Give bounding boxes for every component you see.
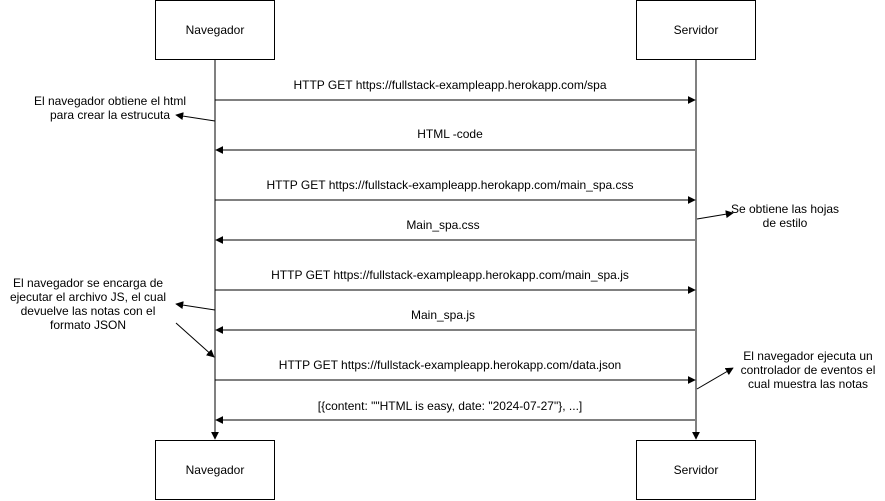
message-label-get-js: HTTP GET https://fullstack-exampleapp.he… <box>271 268 629 282</box>
message-label-main-css: Main_spa.css <box>406 218 480 232</box>
note-arrow-html <box>175 112 216 122</box>
participant-servidor-bottom: Servidor <box>636 440 756 500</box>
message-label-main-js: Main_spa.js <box>410 308 476 322</box>
note-arrow-css <box>696 210 734 220</box>
note-arrow-js <box>175 301 216 311</box>
message-label-html-code: HTML -code <box>417 127 483 141</box>
participant-servidor-top: Servidor <box>636 0 756 60</box>
note-html-structure: El navegador obtiene el html para crear … <box>33 94 187 122</box>
message-label-get-css: HTTP GET https://fullstack-exampleapp.he… <box>266 178 634 192</box>
message-label-get-data: HTTP GET https://fullstack-exampleapp.he… <box>278 358 622 372</box>
note-css-styles: Se obtiene las hojas de estilo <box>730 202 840 230</box>
participant-navegador-top: Navegador <box>155 0 275 60</box>
note-js-execution: El navegador se encarga de ejecutar el a… <box>9 276 167 332</box>
message-label-json-response: [{content: ""HTML is easy, date: "2024-0… <box>317 399 583 413</box>
participant-navegador-bottom: Navegador <box>155 440 275 500</box>
message-label-get-spa: HTTP GET https://fullstack-exampleapp.he… <box>293 78 607 92</box>
note-event-handler: El navegador ejecuta un controlador de e… <box>740 349 876 391</box>
note-arrow-events <box>696 367 734 390</box>
note-arrow-js-down <box>175 322 215 358</box>
